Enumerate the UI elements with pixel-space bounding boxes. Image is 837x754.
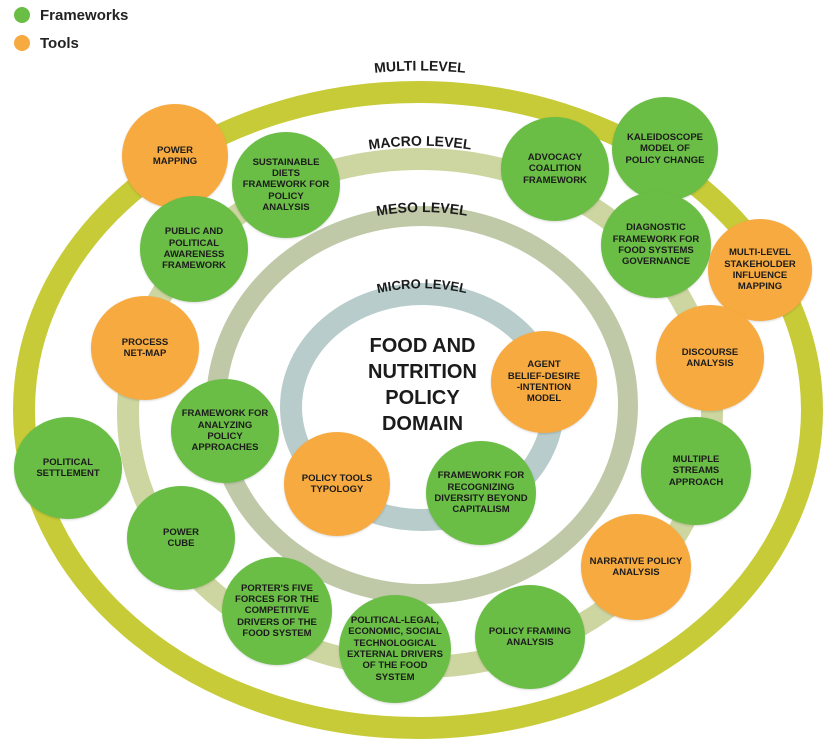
node-recognizing-diversity: FRAMEWORK FOR RECOGNIZING DIVERSITY BEYO… <box>426 441 536 545</box>
node-analyzing-policy-approaches: FRAMEWORK FOR ANALYZING POLICY APPROACHE… <box>171 379 279 483</box>
node-policy-framing: POLICY FRAMING ANALYSIS <box>475 585 585 689</box>
node-multi-level-stakeholder: MULTI-LEVEL STAKEHOLDER INFLUENCE MAPPIN… <box>708 219 812 321</box>
node-narrative-policy: NARRATIVE POLICY ANALYSIS <box>581 514 691 620</box>
legend-label: Tools <box>40 34 79 52</box>
node-political-settlement: POLITICAL SETTLEMENT <box>14 417 122 519</box>
multi-level-label: MULTI LEVEL <box>373 57 467 75</box>
tools-dot-icon <box>14 35 30 51</box>
center-title: FOOD AND NUTRITION POLICY DOMAIN <box>368 335 477 435</box>
node-sustainable-diets: SUSTAINABLE DIETS FRAMEWORK FOR POLICY A… <box>232 132 340 238</box>
node-discourse-analysis: DISCOURSE ANALYSIS <box>656 305 764 411</box>
node-agent-bdi: AGENT BELIEF-DESIRE -INTENTION MODEL <box>491 331 597 433</box>
legend: Frameworks Tools <box>14 2 128 58</box>
node-policy-tools-typology: POLICY TOOLS TYPOLOGY <box>284 432 390 536</box>
node-power-mapping: POWER MAPPING <box>122 104 228 208</box>
node-process-net-map: PROCESS NET-MAP <box>91 296 199 400</box>
macro-level-label: MACRO LEVEL <box>367 133 473 153</box>
node-porters-five-forces: PORTER'S FIVE FORCES FOR THE COMPETITIVE… <box>222 557 332 665</box>
micro-level-label: MICRO LEVEL <box>375 276 468 296</box>
multi-level-ring <box>13 81 823 739</box>
node-public-political-awareness: PUBLIC AND POLITICAL AWARENESS FRAMEWORK <box>140 196 248 302</box>
legend-item-tools: Tools <box>14 30 128 56</box>
node-power-cube: POWER CUBE <box>127 486 235 590</box>
legend-label: Frameworks <box>40 6 129 24</box>
node-diagnostic-framework: DIAGNOSTIC FRAMEWORK FOR FOOD SYSTEMS GO… <box>601 192 711 298</box>
node-kaleidoscope: KALEIDOSCOPE MODEL OF POLICY CHANGE <box>612 97 718 201</box>
node-advocacy-coalition: ADVOCACY COALITION FRAMEWORK <box>501 117 609 221</box>
node-multiple-streams: MULTIPLE STREAMS APPROACH <box>641 417 751 525</box>
node-pest-drivers: POLITICAL-LEGAL, ECONOMIC, SOCIAL TECHNO… <box>339 595 451 703</box>
frameworks-dot-icon <box>14 7 30 23</box>
legend-item-frameworks: Frameworks <box>14 2 128 28</box>
meso-level-label: MESO LEVEL <box>375 199 469 219</box>
